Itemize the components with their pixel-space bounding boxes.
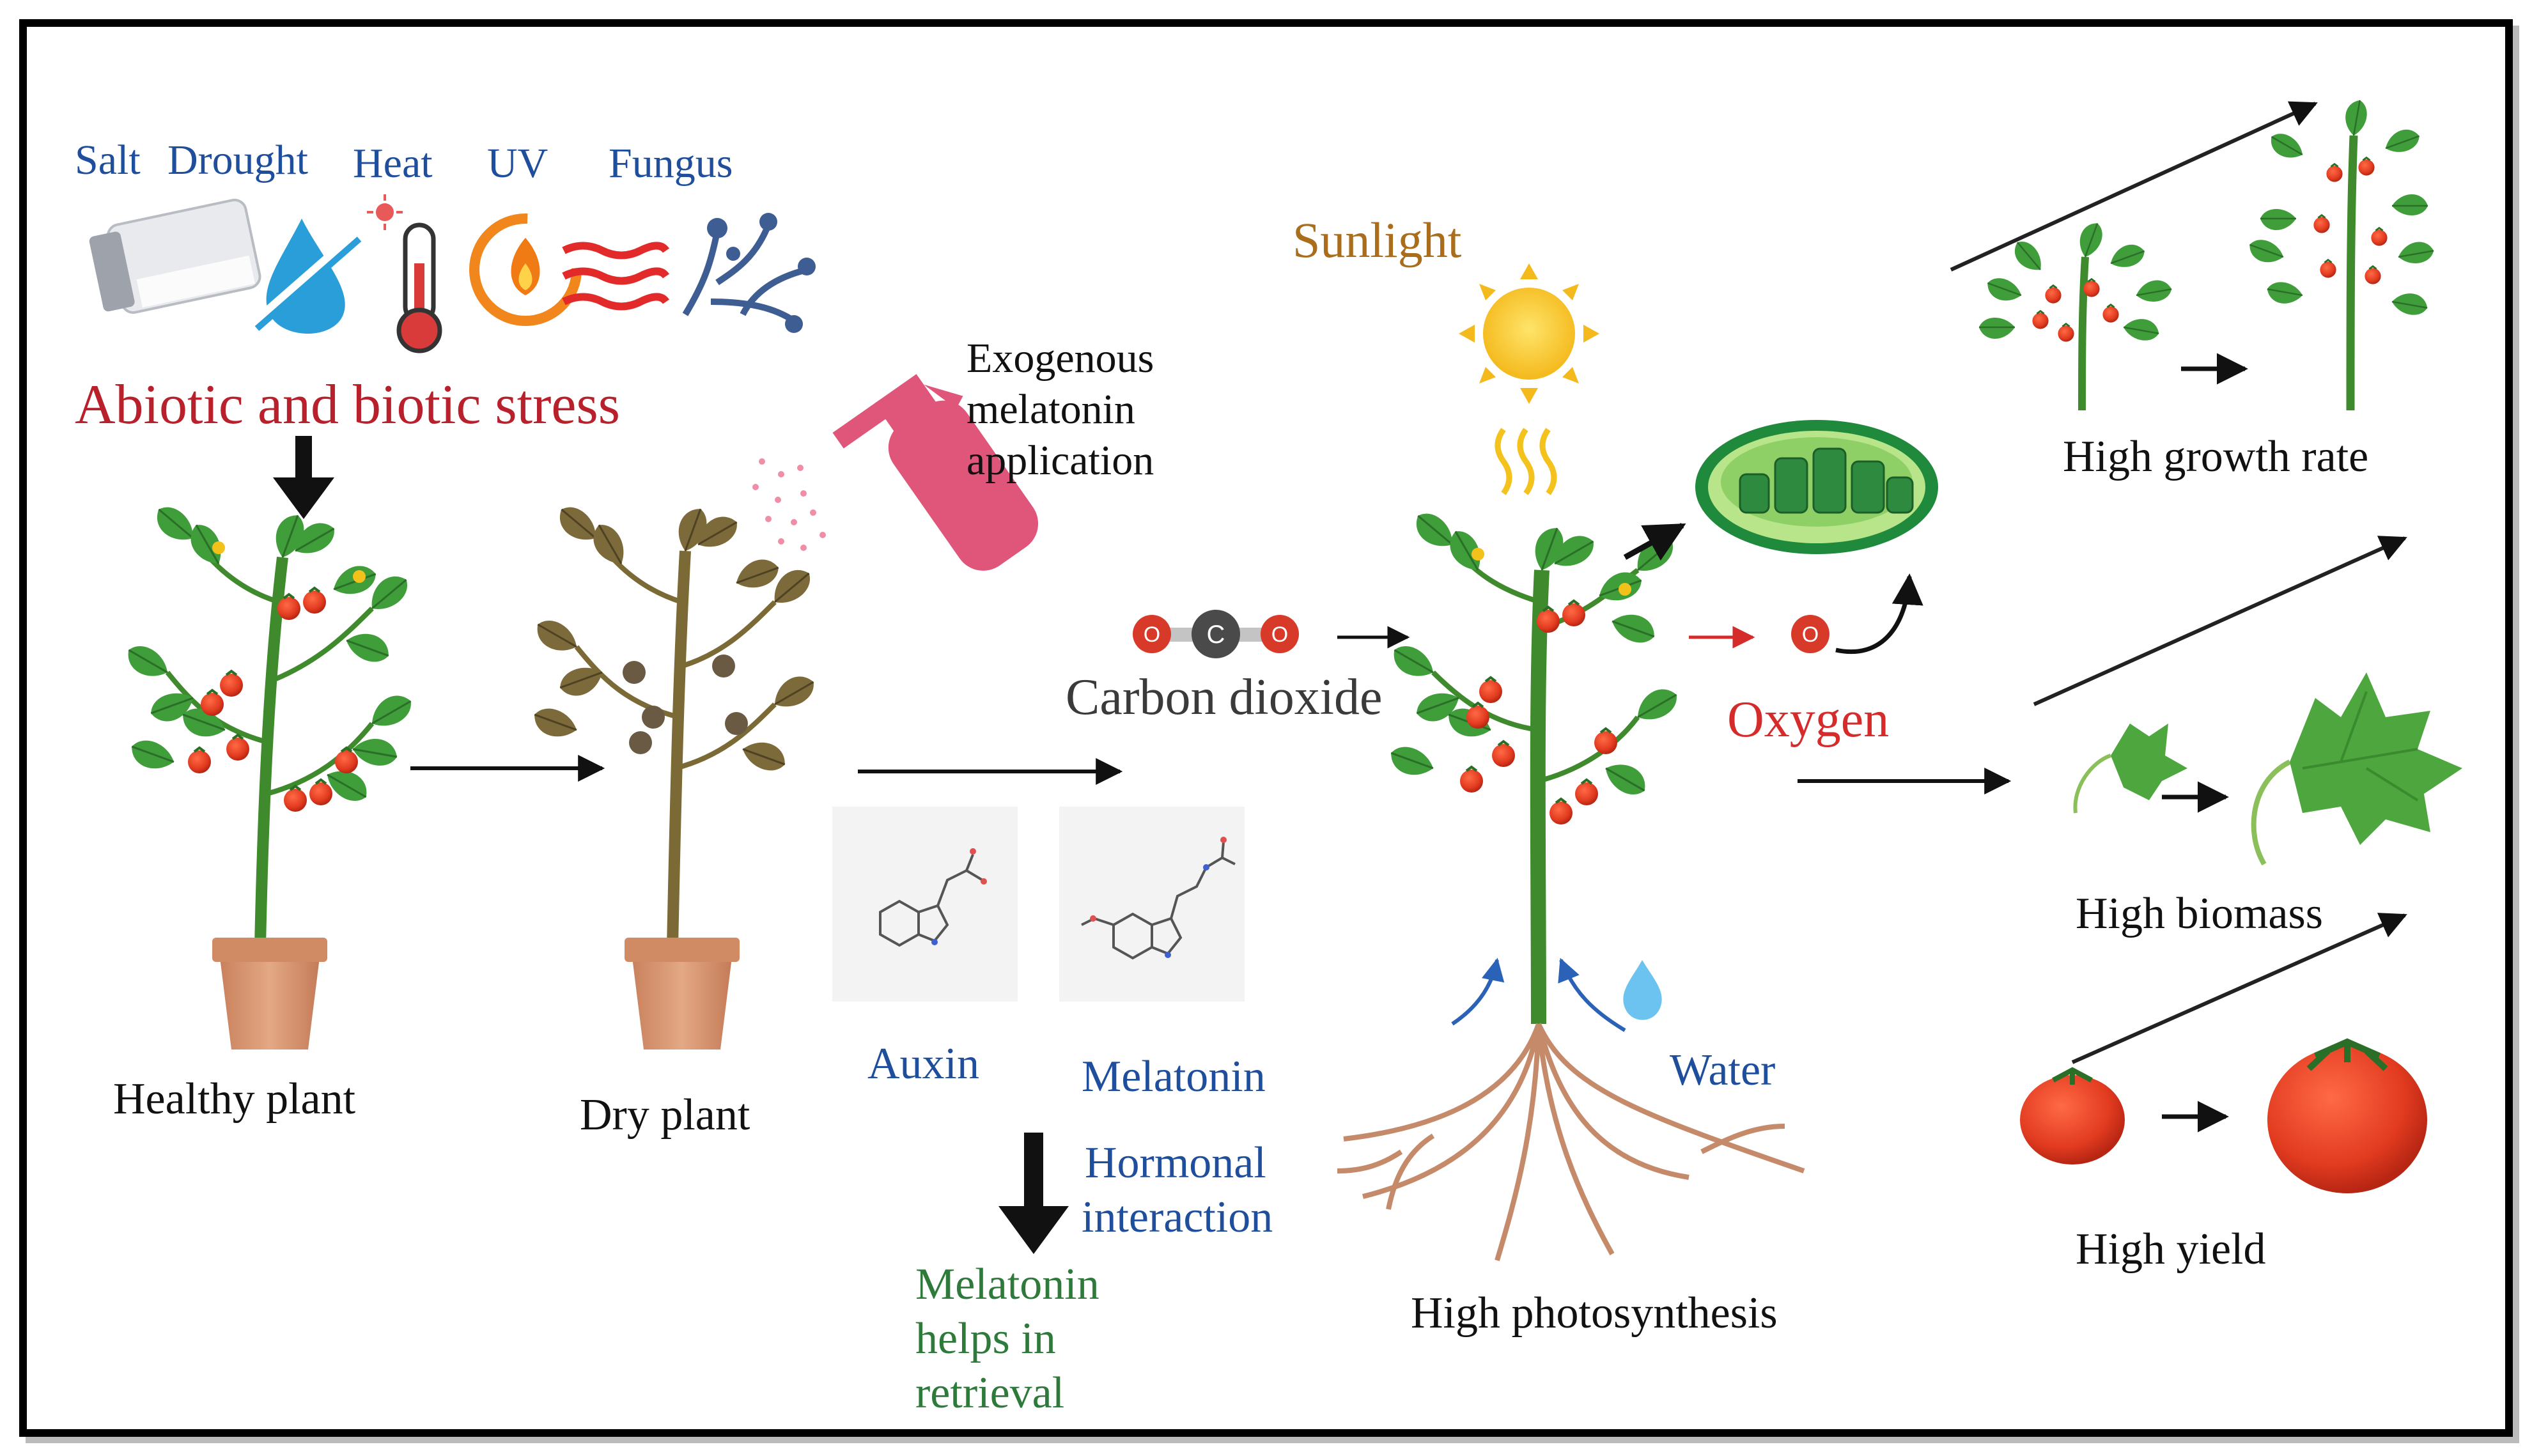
uv-label: UV bbox=[487, 140, 548, 187]
salt-label: Salt bbox=[75, 137, 141, 183]
arrow-oxygen-to-chloroplast bbox=[1835, 573, 1923, 654]
figure-frame: Salt Drought Heat UV Fungus bbox=[19, 19, 2513, 1437]
yield-label: High yield bbox=[2076, 1225, 2265, 1274]
uv-icon bbox=[469, 213, 669, 326]
retrieval-label: Melatonin helps in retrieval bbox=[915, 1260, 1099, 1418]
auxin-label: Auxin bbox=[867, 1039, 979, 1088]
sunlight-label: Sunlight bbox=[1293, 212, 1462, 268]
svg-text:Exogenous: Exogenous bbox=[967, 335, 1154, 382]
small-tomato-icon bbox=[2020, 1067, 2125, 1165]
svg-text:Melatonin: Melatonin bbox=[915, 1260, 1099, 1309]
water-drop-icon bbox=[1623, 960, 1662, 1020]
stress-title: Abiotic and biotic stress bbox=[75, 374, 620, 436]
melatonin-label: Melatonin bbox=[1082, 1052, 1266, 1101]
svg-text:O: O bbox=[1144, 623, 1160, 647]
svg-text:application: application bbox=[967, 437, 1154, 484]
small-leaf-icon bbox=[2073, 724, 2187, 814]
dry-plant-label: Dry plant bbox=[580, 1090, 750, 1140]
fungus-icon bbox=[682, 213, 816, 333]
spray-mist bbox=[752, 458, 826, 551]
fungus-label: Fungus bbox=[609, 140, 733, 187]
salt-icon bbox=[89, 198, 261, 314]
svg-text:O: O bbox=[1802, 623, 1819, 647]
large-leaf-icon bbox=[2251, 672, 2462, 866]
water-uptake-arrow-right bbox=[1558, 957, 1626, 1032]
svg-text:Hormonal: Hormonal bbox=[1085, 1138, 1266, 1188]
tall-tomato-plant bbox=[2245, 97, 2436, 411]
oxygen-label: Oxygen bbox=[1727, 692, 1889, 748]
melatonin-structure bbox=[1059, 807, 1245, 1002]
melatonin-diagram: Salt Drought Heat UV Fungus bbox=[75, 97, 2462, 1418]
drought-icon bbox=[253, 219, 363, 334]
sun-rays-icon bbox=[1495, 428, 1557, 495]
water-uptake-arrow-left bbox=[1451, 957, 1505, 1026]
svg-text:O: O bbox=[1271, 623, 1288, 647]
svg-text:C: C bbox=[1207, 621, 1225, 649]
healthy-plant-label: Healthy plant bbox=[113, 1074, 356, 1124]
thermometer-icon bbox=[367, 194, 442, 353]
arrow-growth-diagonal bbox=[1950, 101, 2318, 272]
photosynthesis-label: High photosynthesis bbox=[1411, 1289, 1778, 1338]
arrow-plant-to-chloroplast bbox=[1623, 523, 1686, 561]
co2-label: Carbon dioxide bbox=[1066, 669, 1382, 725]
svg-text:retrieval: retrieval bbox=[915, 1368, 1064, 1418]
svg-text:melatonin: melatonin bbox=[967, 386, 1135, 433]
stressor-labels: Salt Drought Heat UV Fungus bbox=[75, 137, 733, 187]
auxin-structure bbox=[832, 807, 1018, 1002]
application-label: Exogenous melatonin application bbox=[967, 335, 1154, 484]
hormonal-interaction-label: Hormonal interaction bbox=[1082, 1138, 1273, 1242]
dry-plant bbox=[529, 499, 821, 1049]
spray-bottle-icon bbox=[832, 374, 1039, 571]
co2-molecule-icon: O C O bbox=[1133, 610, 1299, 658]
arrow-biomass-diagonal bbox=[2033, 536, 2407, 706]
large-tomato-icon bbox=[2267, 1038, 2427, 1193]
small-tomato-plant bbox=[1978, 219, 2174, 411]
svg-text:interaction: interaction bbox=[1082, 1193, 1273, 1242]
sun-icon bbox=[1459, 263, 1599, 404]
growth-label: High growth rate bbox=[2063, 432, 2368, 481]
drought-label: Drought bbox=[167, 137, 308, 183]
svg-text:helps in: helps in bbox=[915, 1314, 1056, 1363]
biomass-label: High biomass bbox=[2076, 889, 2323, 938]
photosynthesis-plant bbox=[1337, 506, 1805, 1262]
water-label: Water bbox=[1670, 1046, 1775, 1095]
chloroplast-icon bbox=[1695, 420, 1938, 554]
oxygen-molecule-icon: O bbox=[1791, 615, 1829, 653]
heat-label: Heat bbox=[353, 140, 433, 187]
healthy-plant bbox=[120, 499, 418, 1049]
retrieval-down-arrow bbox=[998, 1133, 1069, 1254]
stress-down-arrow bbox=[273, 436, 334, 519]
arrow-yield-diagonal bbox=[2071, 913, 2407, 1064]
